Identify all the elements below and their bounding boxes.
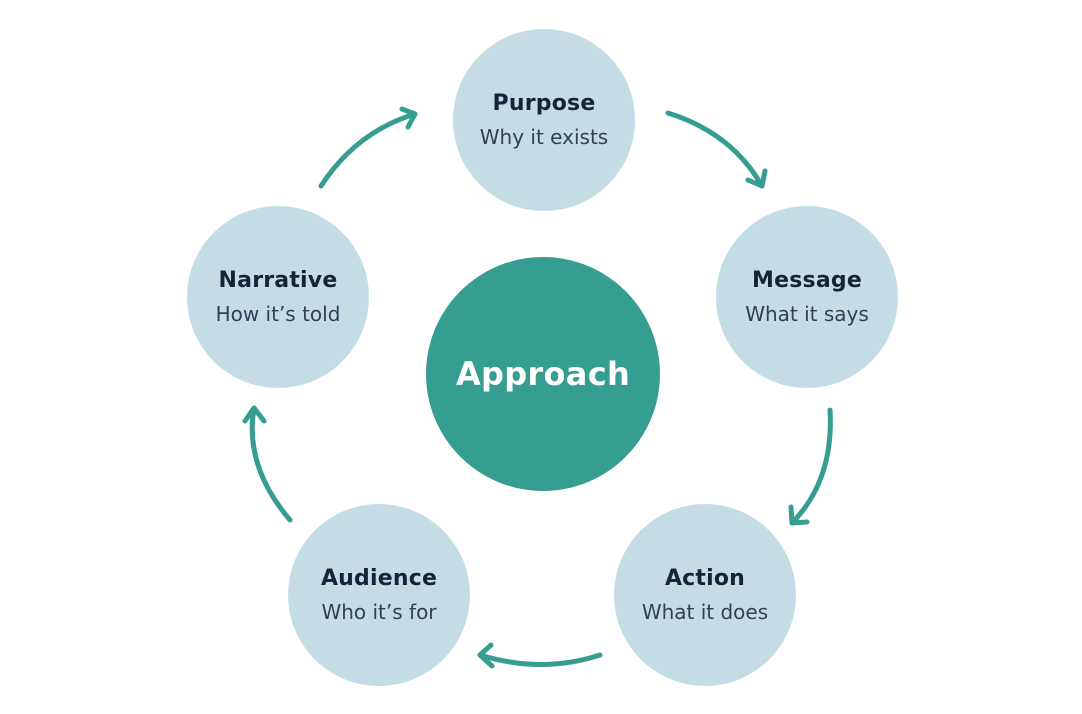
arrow-message-to-action: [789, 407, 833, 526]
arrow-narrative-to-purpose: [318, 111, 418, 189]
node-message: Message What it says: [716, 206, 898, 388]
arrowhead-audience-to-narrative: [242, 405, 267, 424]
arrowhead-narrative-to-purpose: [399, 106, 418, 130]
arrow-action-to-audience: [477, 652, 603, 667]
arrow-audience-to-narrative: [249, 405, 293, 523]
node-action: Action What it does: [614, 504, 796, 686]
arrow-purpose-to-message: [665, 110, 765, 189]
center-label: Approach: [455, 355, 631, 393]
node-subtitle: Why it exists: [479, 125, 609, 150]
node-title: Message: [752, 267, 862, 293]
node-title: Narrative: [218, 267, 338, 293]
node-title: Action: [664, 565, 746, 591]
arrowhead-message-to-action: [788, 504, 810, 526]
node-title: Audience: [320, 565, 438, 591]
node-narrative: Narrative How it’s told: [187, 206, 369, 388]
arrowhead-purpose-to-message: [745, 168, 768, 189]
node-subtitle: What it does: [641, 600, 769, 625]
node-subtitle: Who it’s for: [321, 600, 437, 625]
node-subtitle: How it’s told: [215, 302, 341, 327]
node-audience: Audience Who it’s for: [288, 504, 470, 686]
arrowhead-action-to-audience: [477, 642, 495, 669]
center-approach-node: Approach: [426, 257, 660, 491]
node-purpose: Purpose Why it exists: [453, 29, 635, 211]
node-subtitle: What it says: [745, 302, 869, 327]
node-title: Purpose: [492, 90, 596, 116]
